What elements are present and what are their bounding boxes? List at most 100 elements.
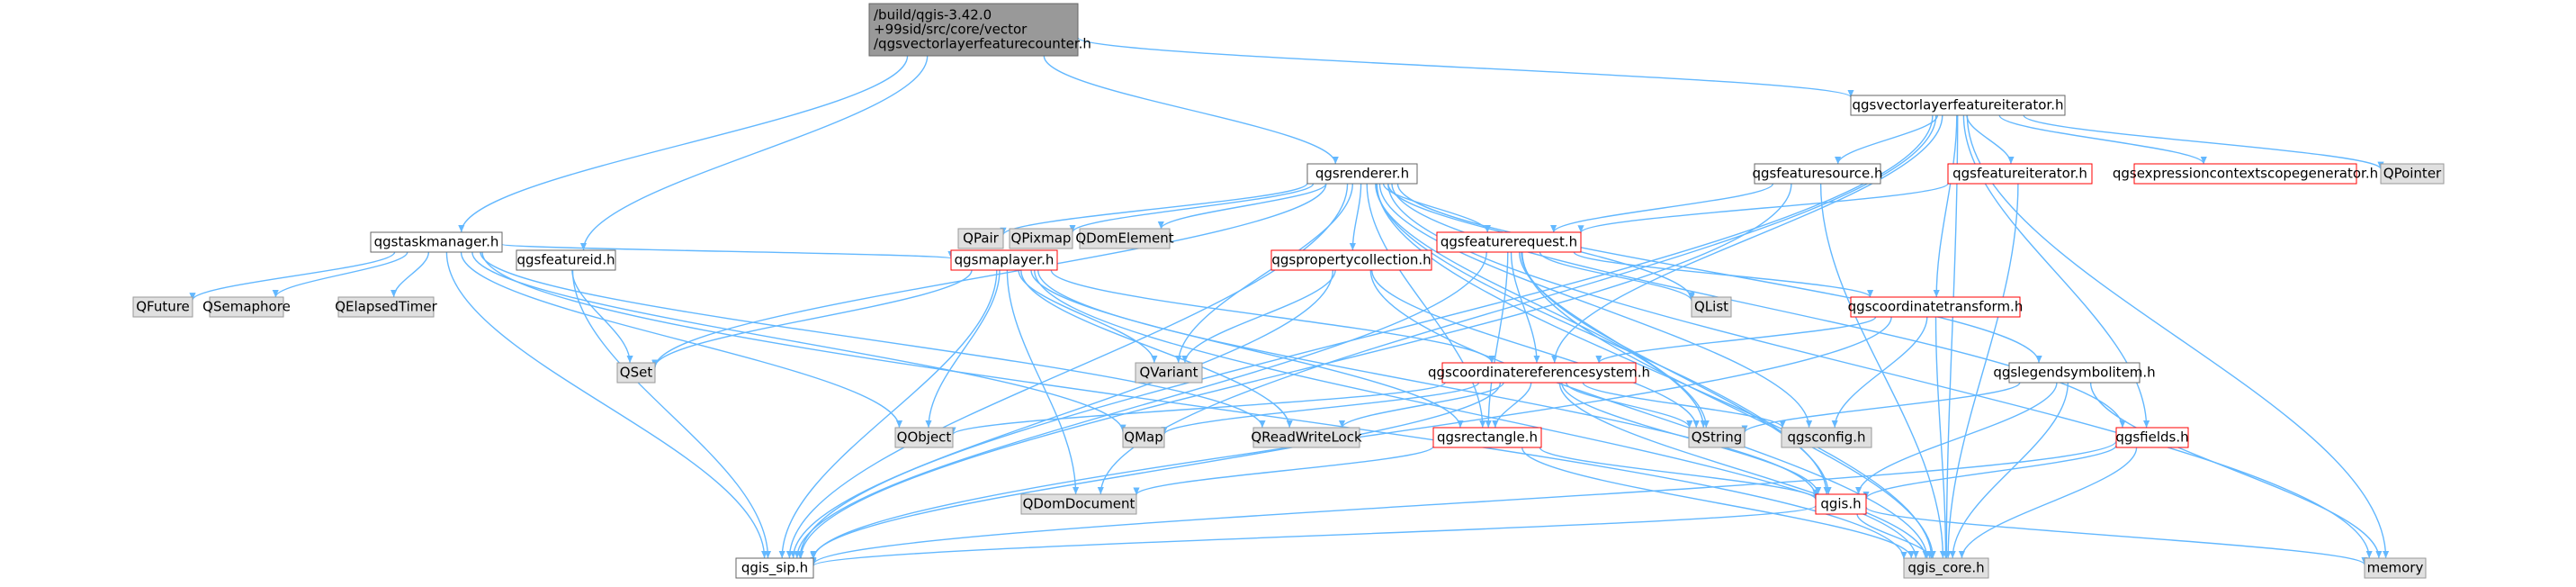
edge-rend-to-qstring [1375,183,1707,429]
edge-fid-to-qset [571,269,633,364]
node-fid[interactable]: qgsfeatureid.h [516,249,616,271]
edge-rend-to-qpair [1000,182,1308,236]
edge-rend-to-qvariant [1175,183,1353,364]
edge-task-to-qelap [390,251,430,298]
edge-fiter-to-ctrans [1933,114,1958,298]
edge-maplayer-to-qvariant [1018,269,1158,364]
node-box-sip [735,557,814,579]
node-label-qpointer: QPointer [2383,166,2442,182]
edge-task-to-qmap [471,251,1126,432]
node-propc[interactable]: qgspropertycollection.h [1270,249,1432,271]
node-box-core [1903,557,1989,579]
node-label-rect: qgsrectangle.h [1437,429,1538,446]
node-fit[interactable]: qgsfeatureiterator.h [1947,163,2093,185]
edge-crs-to-qmap [1161,382,1480,435]
node-qmap: QMap [1122,427,1165,448]
node-label-root: +99sid/src/core/vector [874,22,1028,38]
node-box-ctrans [1850,296,2021,318]
node-task[interactable]: qgstaskmanager.h [370,231,503,253]
node-qpair: QPair [957,228,1004,249]
edge-fields-to-qgis [1862,445,2117,500]
node-maplayer[interactable]: qgsmaplayer.h [950,249,1058,271]
node-label-qlist: QList [1694,299,1728,315]
edge-fiter-to-expr [1998,114,2207,165]
edge-rend-to-fields [1391,183,2126,429]
edge-freq-to-ctrans [1573,251,1874,298]
node-label-freq: qgsfeaturerequest.h [1441,234,1577,250]
edge-qgis-to-memory [1865,506,2368,565]
node-fiter[interactable]: qgsvectorlayerfeatureiterator.h [1850,95,2066,116]
node-qstring: QString [1688,427,1746,448]
node-label-qgis: qgis.h [1820,496,1861,512]
edge-fit-to-core [1944,183,2019,559]
node-label-qfuture: QFuture [136,299,190,315]
node-label-fsrc: qgsfeaturesource.h [1752,166,1882,182]
node-label-legsym: qgslegendsymbolitem.h [1993,365,2155,381]
edge-legsym-to-qgis [1855,382,2058,495]
node-expr[interactable]: qgsexpressioncontextscopegenerator.h [2113,163,2378,185]
edge-maplayer-to-qrwl [1020,269,1293,429]
node-label-qrwl: QReadWriteLock [1251,429,1362,446]
edge-task-to-qrwl [480,251,1266,429]
node-label-root: /qgsvectorlayerfeaturecounter.h [874,36,1091,52]
edge-legsym-to-qstring [1741,382,2021,434]
edge-rend-to-sip [785,183,1349,559]
node-label-ctrans: qgscoordinatetransform.h [1848,299,2024,315]
edge-fiter-to-fsrc [1835,114,1939,165]
node-label-config: qgsconfig.h [1787,429,1865,446]
node-rend[interactable]: qgsrenderer.h [1306,163,1418,185]
node-qfuture: QFuture [132,296,193,318]
node-qgis[interactable]: qgis.h [1815,493,1867,515]
node-ctrans[interactable]: qgscoordinatetransform.h [1848,296,2024,318]
edge-task-to-sip [445,251,768,559]
node-box-crs [1441,362,1637,384]
node-box-qrwl [1252,427,1360,448]
node-box-fsrc [1754,163,1881,185]
node-label-qset: QSet [620,365,653,381]
node-fields[interactable]: qgsfields.h [2115,427,2189,448]
node-qvariant: QVariant [1135,362,1203,384]
edge-root-to-task [458,55,909,233]
node-legsym[interactable]: qgslegendsymbolitem.h [1993,362,2156,384]
node-freq[interactable]: qgsfeaturerequest.h [1436,231,1582,253]
node-root[interactable]: /build/qgis-3.42.0+99sid/src/core/vector… [868,3,1091,57]
node-box-maplayer [950,249,1058,271]
edge-ctrans-to-config [1831,316,1928,429]
edge-qgis-to-sip [810,505,1817,567]
edge-crs-to-rect [1492,382,1532,429]
edge-maplayer-to-qdomdoc [1006,269,1080,495]
node-fsrc[interactable]: qgsfeaturesource.h [1752,163,1883,185]
node-label-propc: qgspropertycollection.h [1271,252,1431,268]
node-box-legsym [2008,362,2141,384]
node-qset: QSet [616,362,656,384]
edge-rend-to-propc [1349,183,1362,251]
node-qsem: QSemaphore [202,296,291,318]
edge-rect-to-qgis [1539,447,1819,501]
node-label-fiter: qgsvectorlayerfeatureiterator.h [1853,97,2064,113]
node-label-fields: qgsfields.h [2115,429,2188,446]
node-label-crs: qgscoordinatereferencesystem.h [1428,365,1650,381]
node-box-propc [1270,249,1432,271]
node-sip[interactable]: qgis_sip.h [735,557,814,579]
node-crs[interactable]: qgscoordinatereferencesystem.h [1428,362,1650,384]
node-rect[interactable]: qgsrectangle.h [1432,427,1542,448]
edge-fit-to-freq [1577,183,1949,233]
edge-rect-to-core [1521,447,1915,559]
edge-legsym-to-memory [2089,382,2383,559]
edge-fiter-to-crs [1551,114,1943,364]
node-label-qdomdoc: QDomDocument [1023,496,1135,512]
edge-qgis-to-core [1856,513,1934,559]
node-box-qelap [337,296,435,318]
node-qpixmap: QPixmap [1009,228,1073,249]
node-box-qdomdoc [1020,493,1137,515]
edge-fsrc-to-sip [797,183,1792,559]
edge-rend-to-qpixmap [1069,183,1315,233]
node-box-qsem [209,296,284,318]
node-qlist: QList [1691,296,1732,318]
node-label-qmap: QMap [1124,429,1162,446]
node-box-qvariant [1135,362,1203,384]
node-qdomel: QDomElement [1075,228,1174,249]
node-box-memory [2364,557,2427,579]
edge-maplayer-to-sip [778,269,998,559]
edge-root-to-fiter [1077,37,1854,98]
